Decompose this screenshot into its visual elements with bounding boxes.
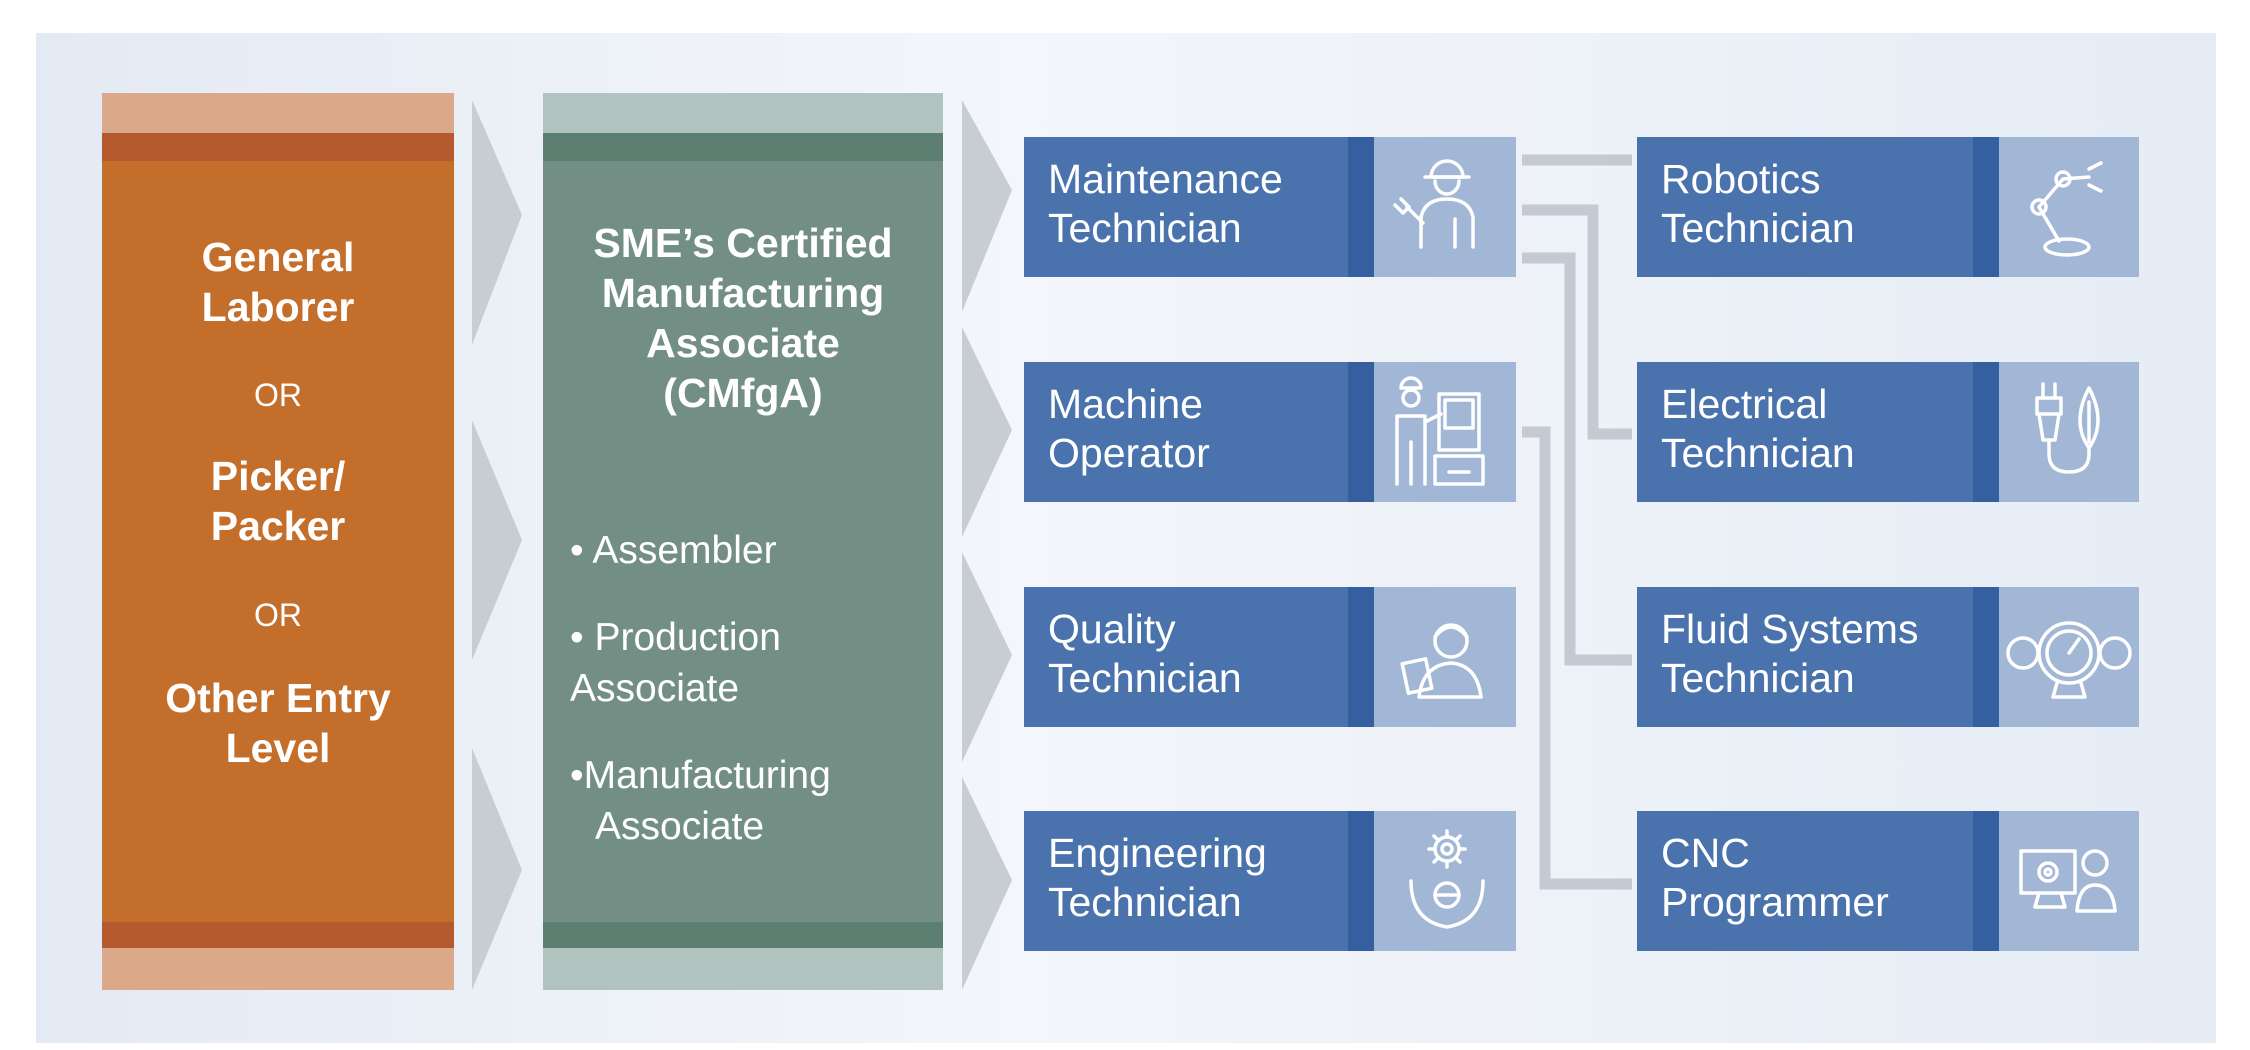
job-electrical-technician: Electrical Technician <box>1637 362 2139 502</box>
arrow-cert-1 <box>962 100 1012 312</box>
gauge-icon <box>2006 621 2132 699</box>
entry-packer: Packer <box>210 503 346 549</box>
entry-laborer: Laborer <box>201 284 355 330</box>
robot-arm-icon <box>2030 161 2103 257</box>
entry-picker: Picker/ <box>210 453 346 499</box>
arrow-entry-3 <box>472 748 522 990</box>
entry-level-column: General Laborer OR Picker/ Packer OR Oth… <box>102 93 454 990</box>
entry-level: Level <box>225 725 331 771</box>
job-engineering-technician: Engineering Technician <box>1024 811 1516 951</box>
job-machine-operator: Machine Operator <box>1024 362 1516 502</box>
entry-or-1: OR <box>254 377 302 413</box>
job-robotics-technician: Robotics Technician <box>1637 137 2139 277</box>
cert-item-manufacturing: •Manufacturing Associate <box>570 754 831 848</box>
cert-item-production: • Production Associate <box>570 616 781 710</box>
cnc-monitor-icon <box>2019 849 2117 913</box>
arrow-entry-1 <box>472 100 522 345</box>
arrow-cert-2 <box>962 327 1012 537</box>
arrow-entry-2 <box>472 420 522 660</box>
engineering-gear-icon <box>1409 829 1485 929</box>
job-quality-technician: Quality Technician <box>1024 587 1516 727</box>
plug-leaf-icon <box>2035 382 2100 474</box>
arrow-cert-3 <box>962 552 1012 762</box>
job-cnc-programmer: CNC Programmer <box>1637 811 2139 951</box>
job-fluid-systems-technician: Fluid Systems Technician <box>1637 587 2139 727</box>
maintenance-worker-icon <box>1393 159 1475 249</box>
quality-inspector-icon <box>1400 623 1483 699</box>
certification-column: SME’s Certified Manufacturing Associate … <box>543 93 943 990</box>
machine-operator-icon <box>1395 376 1485 486</box>
entry-or-2: OR <box>254 597 302 633</box>
cert-title: SME’s Certified Manufacturing Associate … <box>593 220 893 416</box>
entry-other: Other Entry <box>165 675 391 721</box>
connector-cnc <box>1522 426 1632 890</box>
connector-fluid <box>1522 252 1632 666</box>
job-maintenance-technician: Maintenance Technician <box>1024 137 1516 277</box>
entry-general: General <box>201 234 355 280</box>
arrow-cert-4 <box>962 777 1012 990</box>
cert-item-assembler: • Assembler <box>570 529 777 572</box>
connector-electrical <box>1522 204 1632 440</box>
